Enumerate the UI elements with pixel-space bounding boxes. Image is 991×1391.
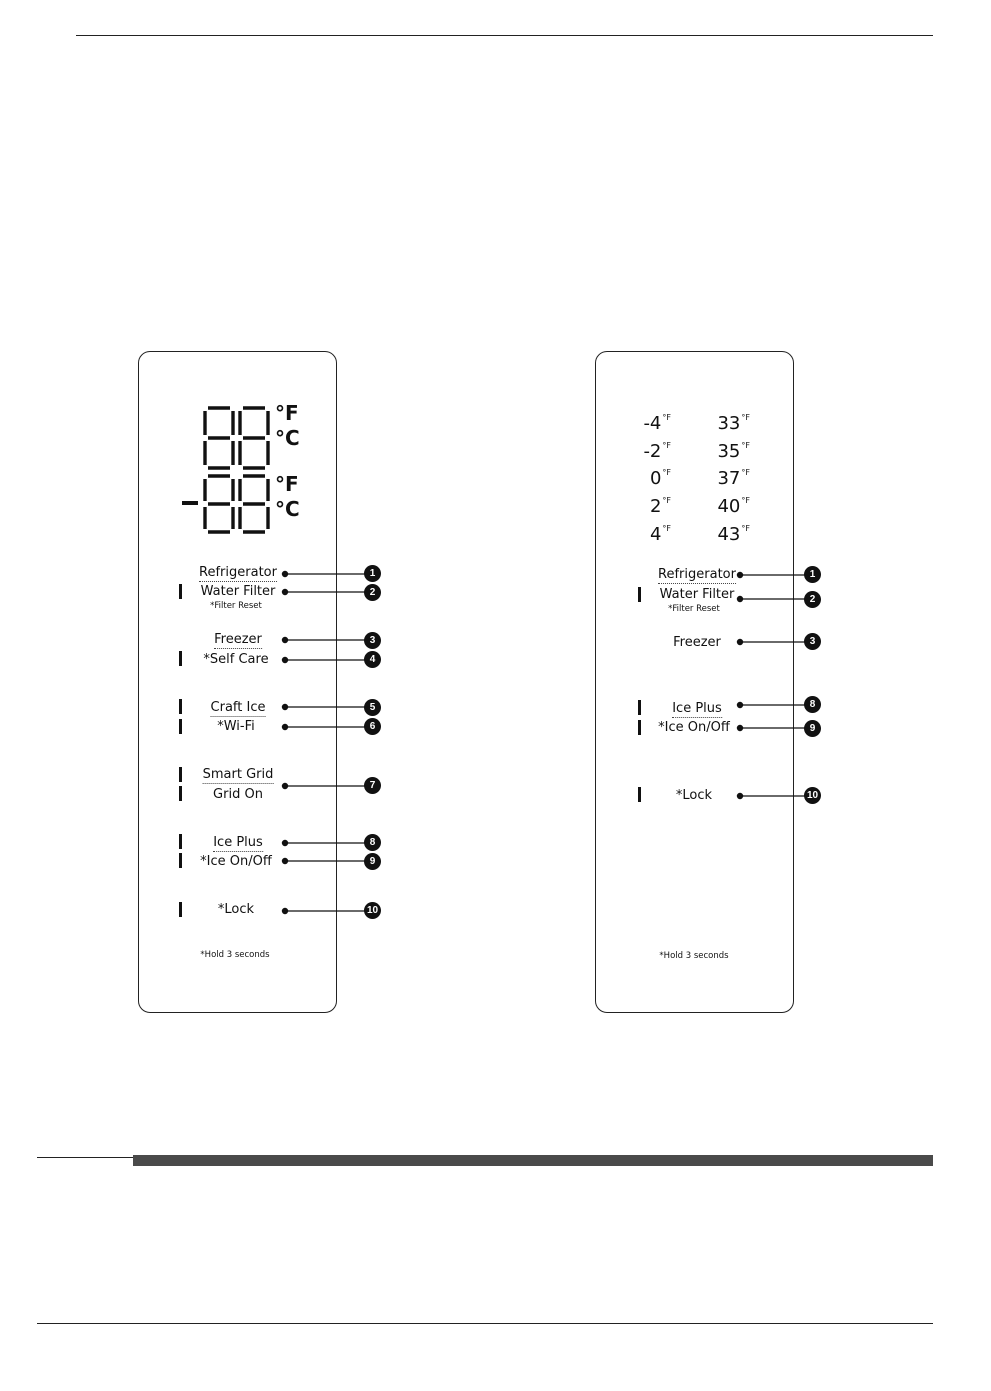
bottom-rule (37, 1323, 933, 1324)
callout-badge: 1 (804, 566, 821, 583)
button-grid-on[interactable]: Grid On (213, 787, 263, 802)
indicator-ice-plus (179, 834, 182, 849)
control-panel-model-a (138, 351, 337, 1013)
fridge-temp: 35°F (717, 441, 750, 462)
indicator-ice-on-off (179, 853, 182, 868)
button-craft-ice[interactable]: Craft Ice (210, 700, 266, 717)
button-lock[interactable]: *Lock (675, 788, 713, 803)
callout-badge: 6 (364, 718, 381, 735)
callout-badge: 8 (804, 696, 821, 713)
callout-badge: 10 (364, 902, 381, 919)
note-filter-reset: *Filter Reset (210, 601, 262, 611)
indicator-wifi (179, 719, 182, 734)
note-hold-3-seconds: *Hold 3 seconds (659, 951, 729, 961)
button-ice-plus[interactable]: Ice Plus (213, 835, 263, 852)
callout-badge: 2 (804, 591, 821, 608)
indicator-lock (179, 902, 182, 917)
button-water-filter[interactable]: Water Filter (659, 587, 735, 602)
section-rule-thin (37, 1157, 135, 1158)
top-rule (76, 35, 933, 36)
indicator-ice-on-off (638, 720, 641, 735)
indicator-self-care (179, 651, 182, 666)
freezer-temp: 4°F (649, 524, 671, 545)
button-wifi[interactable]: *Wi-Fi (217, 719, 255, 734)
button-refrigerator[interactable]: Refrigerator (199, 565, 277, 582)
callout-badge: 9 (364, 853, 381, 870)
button-freezer[interactable]: Freezer (673, 635, 721, 650)
note-filter-reset: *Filter Reset (668, 604, 720, 614)
fridge-temp: 33°F (717, 413, 750, 434)
freezer-temp: 0°F (649, 468, 671, 489)
unit-celsius-lower: °C (275, 497, 300, 521)
indicator-lock (638, 787, 641, 802)
fridge-temp: 43°F (717, 524, 750, 545)
unit-fahrenheit-upper: °F (275, 401, 299, 425)
callout-badge: 5 (364, 699, 381, 716)
button-refrigerator[interactable]: Refrigerator (658, 567, 736, 584)
fridge-temp: 37°F (717, 468, 750, 489)
button-lock[interactable]: *Lock (217, 902, 255, 917)
callout-badge: 3 (364, 632, 381, 649)
callout-badge: 1 (364, 565, 381, 582)
button-ice-on-off[interactable]: *Ice On/Off (200, 854, 272, 869)
indicator-ice-plus (638, 700, 641, 715)
button-ice-on-off[interactable]: *Ice On/Off (658, 720, 730, 735)
indicator-smart-grid (179, 767, 182, 782)
callout-badge: 3 (804, 633, 821, 650)
button-smart-grid[interactable]: Smart Grid (202, 767, 274, 784)
callout-badge: 9 (804, 720, 821, 737)
fridge-temp: 40°F (717, 496, 750, 517)
button-self-care[interactable]: *Self Care (203, 652, 269, 667)
indicator-water-filter (638, 587, 641, 602)
freezer-temp: -2°F (643, 441, 671, 462)
note-hold-3-seconds: *Hold 3 seconds (200, 950, 270, 960)
callout-badge: 8 (364, 834, 381, 851)
callout-badge: 2 (364, 584, 381, 601)
indicator-water-filter (179, 584, 182, 599)
indicator-grid-on (179, 786, 182, 801)
button-freezer[interactable]: Freezer (214, 632, 262, 649)
button-water-filter[interactable]: Water Filter (200, 584, 276, 599)
control-panel-model-b (595, 351, 794, 1013)
button-ice-plus[interactable]: Ice Plus (672, 701, 722, 718)
indicator-craft-ice (179, 699, 182, 714)
callout-badge: 10 (804, 787, 821, 804)
freezer-temp: 2°F (649, 496, 671, 517)
unit-celsius-upper: °C (275, 426, 300, 450)
callout-badge: 4 (364, 651, 381, 668)
unit-fahrenheit-lower: °F (275, 472, 299, 496)
section-rule-bar (133, 1155, 933, 1166)
callout-badge: 7 (364, 777, 381, 794)
freezer-temp: -4°F (643, 413, 671, 434)
